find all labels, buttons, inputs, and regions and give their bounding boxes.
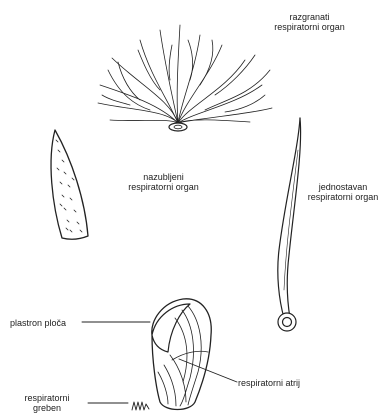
respiratory-ridge-label: respiratorni greben <box>8 393 86 413</box>
plastron-organ <box>152 299 211 410</box>
branched-respiratory-organ <box>98 25 272 131</box>
respiratory-atrium-label: respiratorni atrij <box>238 378 300 388</box>
toothed-respiratory-organ <box>51 130 88 239</box>
simple-label-line-2: respiratorni organ <box>295 192 391 202</box>
branched-label-line-1: razgranati <box>262 12 357 22</box>
plastron-label-line-1: plastron ploča <box>10 318 66 328</box>
atrium-label-line-1: respiratorni atrij <box>238 378 300 388</box>
branched-organ-label: razgranati respiratorni organ <box>262 12 357 32</box>
toothed-label-line-1: nazubljeni <box>116 172 211 182</box>
branched-label-line-2: respiratorni organ <box>262 22 357 32</box>
toothed-organ-label: nazubljeni respiratorni organ <box>116 172 211 192</box>
ridge-label-line-1: respiratorni <box>8 393 86 403</box>
simple-respiratory-organ <box>278 118 301 331</box>
simple-label-line-1: jednostavan <box>295 182 391 192</box>
plastron-plate-label: plastron ploča <box>10 318 66 328</box>
simple-organ-label: jednostavan respiratorni organ <box>295 182 391 202</box>
respiratory-ridge <box>132 402 149 410</box>
toothed-label-line-2: respiratorni organ <box>116 182 211 192</box>
ridge-label-line-2: greben <box>8 403 86 413</box>
